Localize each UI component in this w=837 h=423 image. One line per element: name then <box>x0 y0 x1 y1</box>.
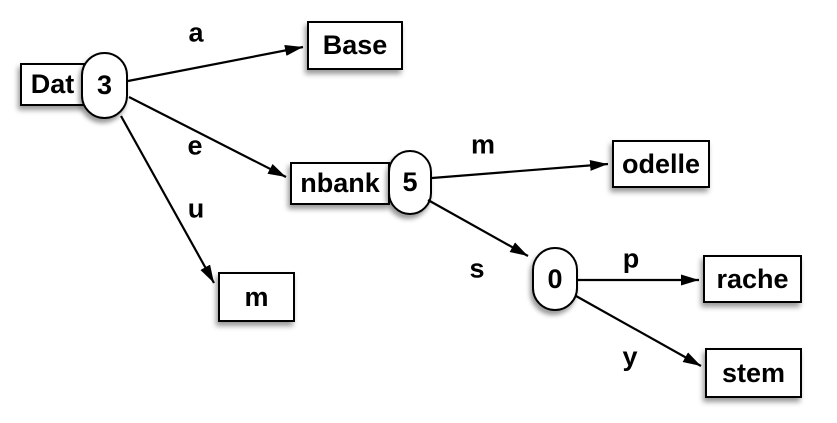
node-3: 3 <box>81 52 128 119</box>
edge-label-y: y <box>622 341 638 372</box>
edge-e <box>128 96 287 178</box>
node-m-label: m <box>244 281 269 312</box>
node-dat-label: Dat <box>30 69 75 99</box>
node-base: Base <box>307 21 403 70</box>
node-3-label: 3 <box>96 70 113 100</box>
edge-y <box>575 295 702 367</box>
node-5-label: 5 <box>402 167 418 197</box>
edge-m <box>431 159 609 180</box>
node-odelle-label: odelle <box>621 148 701 179</box>
node-0: 0 <box>532 247 578 311</box>
edge-label-m: m <box>470 129 496 160</box>
node-5: 5 <box>388 150 432 215</box>
node-m: m <box>218 272 295 322</box>
edge-label-p: p <box>622 243 640 274</box>
node-rache: rache <box>703 255 802 303</box>
node-dat: Dat <box>20 63 85 106</box>
edge-label-a: a <box>188 17 204 48</box>
edge-label-e: e <box>187 130 203 161</box>
node-nbank-label: nbank <box>300 168 380 198</box>
edge-s <box>427 199 529 257</box>
node-odelle: odelle <box>612 140 710 188</box>
node-stem: stem <box>705 348 802 398</box>
node-0-label: 0 <box>547 263 563 294</box>
edge-label-u: u <box>187 193 205 224</box>
edge-label-s: s <box>469 253 485 284</box>
node-rache-label: rache <box>716 263 789 294</box>
node-stem-label: stem <box>721 357 786 388</box>
node-base-label: Base <box>322 30 388 60</box>
node-nbank: nbank <box>290 162 390 205</box>
edge-a <box>127 45 304 83</box>
